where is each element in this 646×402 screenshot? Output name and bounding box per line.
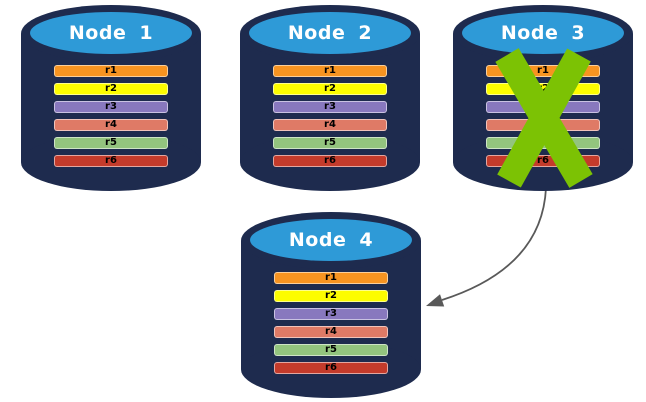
- arrow-curve: [441, 187, 547, 301]
- row-r4: r4: [273, 119, 387, 131]
- cylinder-cap: Node 1: [21, 5, 201, 62]
- row-r6: r6: [54, 155, 168, 167]
- replication-arrow: [426, 187, 547, 307]
- node-label: Node: [500, 22, 559, 44]
- row-r5: r5: [273, 137, 387, 149]
- cylinder-cap: Node 4: [241, 212, 421, 269]
- row-stack: r1 r2 r3 r4 r5 r6: [54, 65, 168, 167]
- node-title: Node 4: [250, 219, 412, 261]
- row-r4: r4: [54, 119, 168, 131]
- row-r2: r2: [54, 83, 168, 95]
- row-r6: r6: [274, 362, 388, 374]
- node-number: 3: [571, 22, 586, 44]
- row-r6: r6: [273, 155, 387, 167]
- cylinder-cap: Node 2: [240, 5, 420, 62]
- arrowhead-icon: [426, 294, 445, 307]
- node-title: Node 2: [249, 12, 411, 54]
- row-r2: r2: [274, 290, 388, 302]
- node-label: Node: [287, 22, 346, 44]
- node-label: Node: [68, 22, 127, 44]
- failure-cross-icon: [495, 48, 593, 188]
- row-r2: r2: [273, 83, 387, 95]
- node-number: 4: [359, 229, 374, 251]
- row-stack: r1 r2 r3 r4 r5 r6: [273, 65, 387, 167]
- row-stack: r1 r2 r3 r4 r5 r6: [274, 272, 388, 374]
- row-r3: r3: [274, 308, 388, 320]
- row-r4: r4: [274, 326, 388, 338]
- row-r3: r3: [54, 101, 168, 113]
- cylinder-cap: Node 3: [453, 5, 633, 62]
- node-3: Node 3 r1 r2 r3 r4 r5 r6: [453, 5, 633, 191]
- row-r1: r1: [274, 272, 388, 284]
- row-r5: r5: [54, 137, 168, 149]
- node-number: 1: [139, 22, 154, 44]
- node-title: Node 3: [462, 12, 624, 54]
- node-title: Node 1: [30, 12, 192, 54]
- row-r5: r5: [274, 344, 388, 356]
- node-1: Node 1 r1 r2 r3 r4 r5 r6: [21, 5, 201, 191]
- row-r1: r1: [54, 65, 168, 77]
- node-number: 2: [358, 22, 373, 44]
- row-r3: r3: [273, 101, 387, 113]
- row-r1: r1: [273, 65, 387, 77]
- node-label: Node: [288, 229, 347, 251]
- node-2: Node 2 r1 r2 r3 r4 r5 r6: [240, 5, 420, 191]
- node-4: Node 4 r1 r2 r3 r4 r5 r6: [241, 212, 421, 398]
